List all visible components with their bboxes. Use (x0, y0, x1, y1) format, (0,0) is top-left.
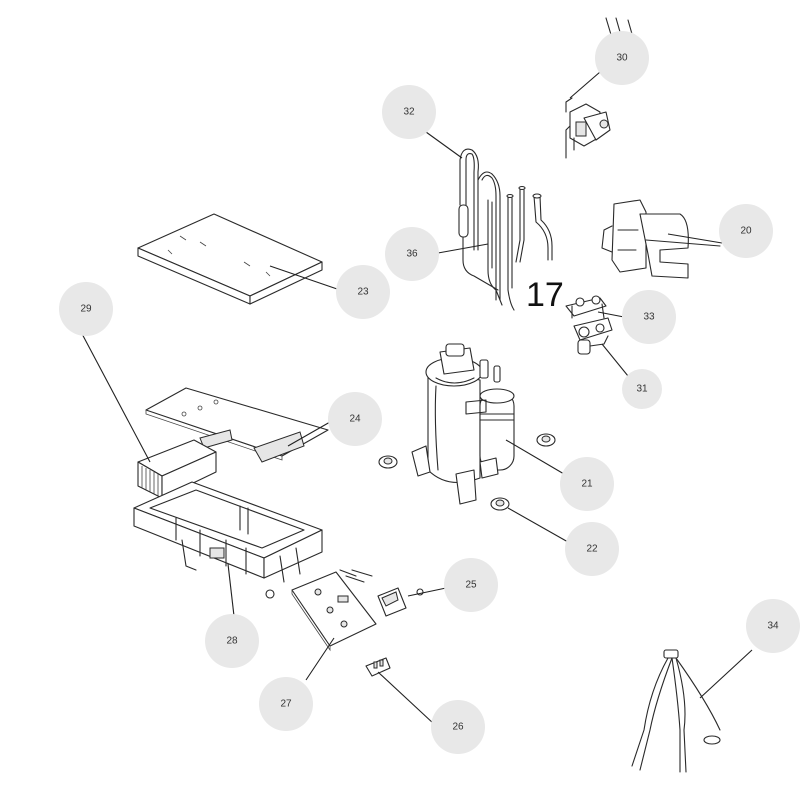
part-20-component (601, 199, 721, 279)
part-22-grommets (378, 433, 556, 511)
callout-26: 26 (431, 700, 485, 754)
callout-28: 28 (205, 614, 259, 668)
part-30-valve-coil (565, 17, 633, 159)
callout-22-label: 22 (586, 544, 598, 555)
callout-27-label: 27 (280, 699, 292, 710)
part-29-heatsink (137, 439, 217, 499)
callout-25: 25 (444, 558, 498, 612)
callout-34-label: 34 (767, 621, 779, 632)
part-34-sensor-harness (631, 649, 721, 773)
callout-36: 36 (385, 227, 439, 281)
part-32-36-piping (458, 148, 553, 311)
callout-34: 34 (746, 599, 800, 653)
part-27-small-pcb (291, 569, 377, 652)
callout-32: 32 (382, 85, 436, 139)
callout-30: 30 (595, 31, 649, 85)
callout-26-label: 26 (452, 722, 464, 733)
part-26-connector (365, 657, 391, 677)
callout-28-label: 28 (226, 636, 238, 647)
callout-21: 21 (560, 457, 614, 511)
callout-20-label: 20 (740, 226, 752, 237)
callout-36-label: 36 (406, 249, 418, 260)
callout-24: 24 (328, 392, 382, 446)
callout-33: 33 (622, 290, 676, 344)
callout-25-label: 25 (465, 580, 477, 591)
callout-22: 22 (565, 522, 619, 576)
callout-23-label: 23 (357, 287, 369, 298)
part-33-31-valves (565, 295, 613, 355)
callout-21-label: 21 (581, 479, 593, 490)
callout-32-label: 32 (403, 107, 415, 118)
part-21-compressor (411, 343, 515, 505)
callout-20: 20 (719, 204, 773, 258)
part-23-cover-plate (137, 213, 323, 305)
part-28-control-box (133, 481, 323, 599)
callout-30-label: 30 (616, 53, 628, 64)
callout-23: 23 (336, 265, 390, 319)
callout-29: 29 (59, 282, 113, 336)
callout-24-label: 24 (349, 414, 361, 425)
callout-27: 27 (259, 677, 313, 731)
inline-part-label: 17 (526, 276, 564, 314)
callout-29-label: 29 (80, 304, 92, 315)
callout-33-label: 33 (643, 312, 655, 323)
callout-31: 31 (622, 369, 662, 409)
callout-31-label: 31 (636, 384, 648, 395)
leader-lines (79, 71, 753, 725)
